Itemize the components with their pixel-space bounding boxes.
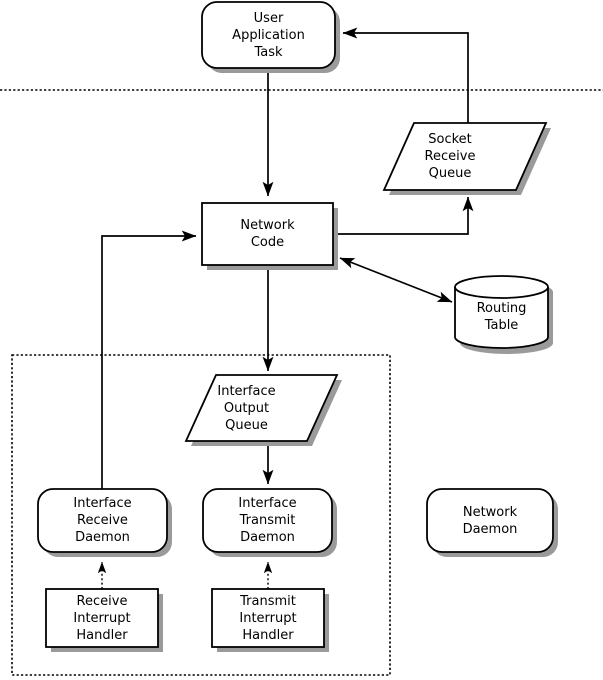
node-network-code[interactable] bbox=[201, 202, 338, 270]
node-routing-table[interactable] bbox=[454, 275, 553, 355]
node-socket-receive-queue[interactable] bbox=[382, 122, 551, 195]
edge-network-code-to-socket-queue bbox=[333, 196, 474, 235]
node-receive-interrupt-handler[interactable] bbox=[45, 588, 163, 652]
node-interface-transmit-daemon[interactable] bbox=[202, 488, 337, 557]
network-daemon-group-boundary bbox=[11, 354, 391, 676]
node-interface-output-queue[interactable] bbox=[184, 374, 342, 446]
node-transmit-interrupt-handler[interactable] bbox=[211, 588, 329, 652]
edge-socket-queue-to-user-app bbox=[342, 27, 469, 123]
edge-receive-daemon-to-network-code bbox=[101, 230, 197, 489]
node-network-daemon[interactable] bbox=[426, 488, 558, 557]
node-interface-receive-daemon[interactable] bbox=[37, 488, 172, 557]
node-user-application-task[interactable] bbox=[201, 1, 340, 73]
edge-network-code-routing-table bbox=[339, 257, 453, 303]
